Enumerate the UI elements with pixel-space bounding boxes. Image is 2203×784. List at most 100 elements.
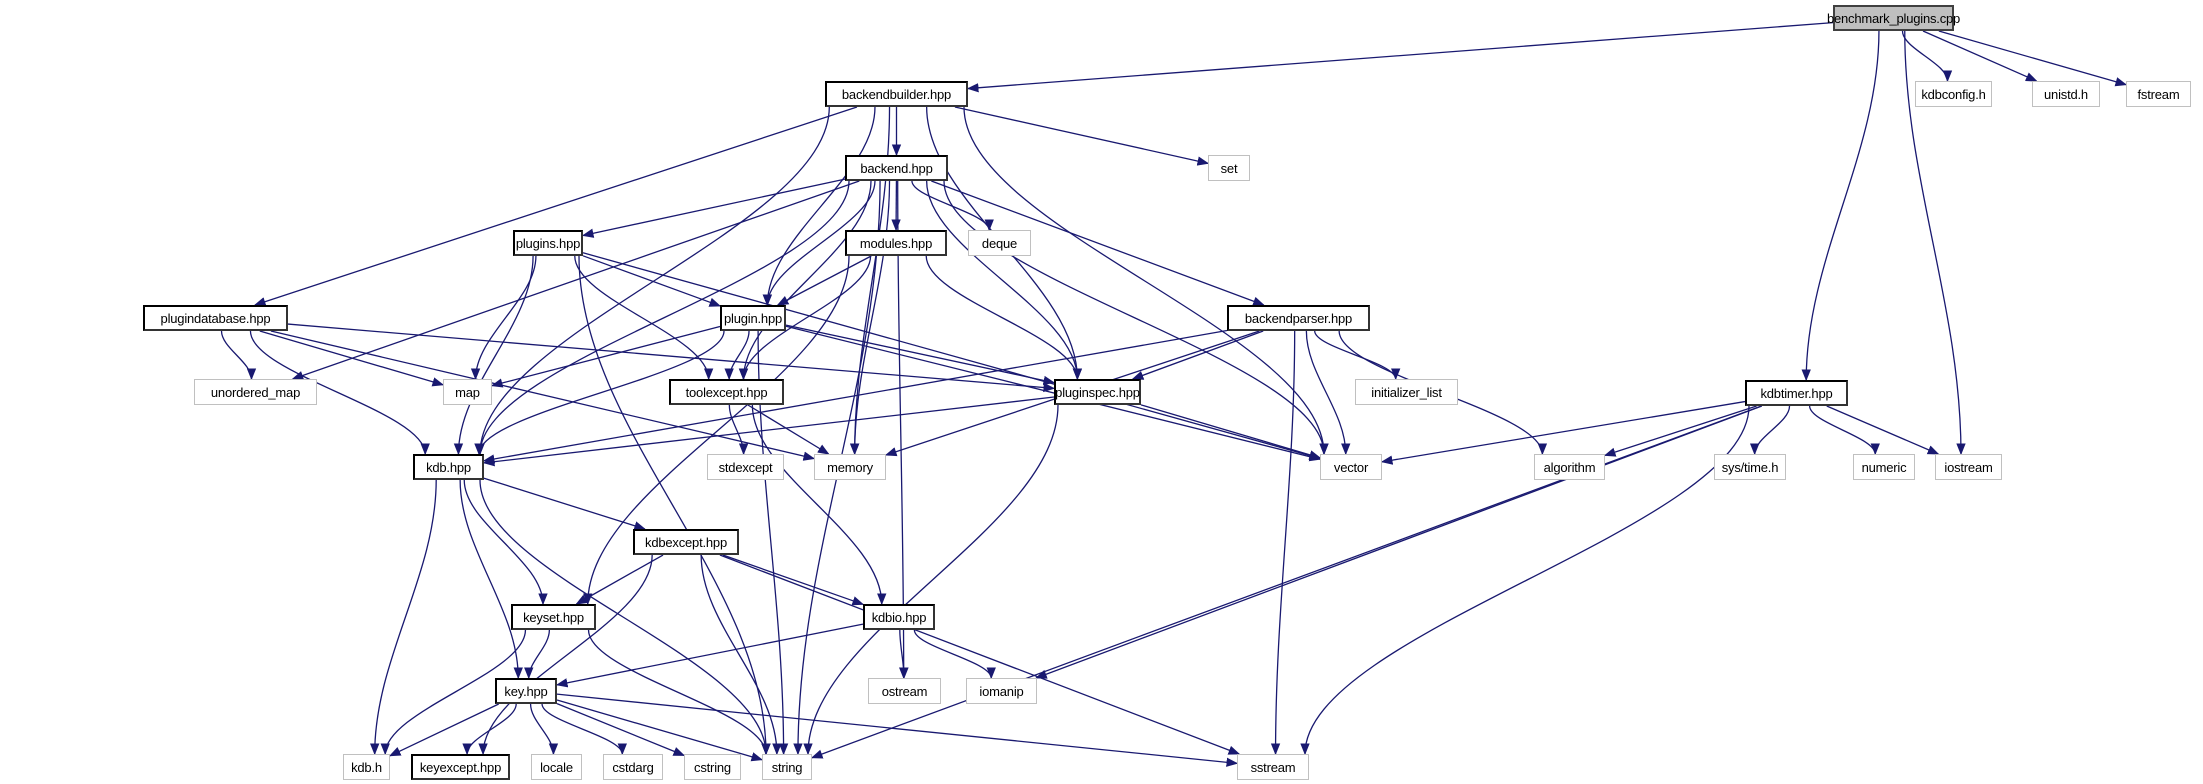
node-label: kdbexcept.hpp (645, 534, 727, 550)
edge-backend-to-backendparser (931, 180, 1265, 306)
edge-backend-to-vector (943, 180, 1329, 456)
edge-kdbtimer-to-vector (1380, 400, 1746, 465)
edge-plugins-to-plugin (582, 255, 722, 307)
edge-kdbexcept-to-keyexcept (478, 554, 653, 756)
edge-kdbio-to-key (555, 623, 864, 688)
node-label: backendbuilder.hpp (841, 86, 952, 102)
node-label: unordered_map (210, 384, 301, 400)
node-label: kdb.hpp (426, 459, 471, 475)
edge-backend-to-kdb-hpp (475, 180, 850, 456)
node-label: toolexcept.hpp (685, 384, 768, 400)
node-key[interactable]: key.hpp (495, 678, 557, 704)
node-cstdarg: cstdarg (603, 754, 663, 780)
edge-keyset-to-kdb-h (380, 629, 527, 756)
node-label: keyexcept.hpp (419, 759, 502, 775)
node-backendparser[interactable]: backendparser.hpp (1227, 305, 1370, 331)
edge-backendparser-to-initializer-list (1314, 330, 1401, 381)
node-kdbtimer[interactable]: kdbtimer.hpp (1745, 380, 1848, 406)
edge-kdb-hpp-to-kdbexcept (483, 477, 646, 531)
node-stdexcept: stdexcept (707, 454, 784, 480)
edge-backendbuilder-to-set (954, 106, 1210, 166)
node-plugin[interactable]: plugin.hpp (720, 305, 786, 331)
node-label: modules.hpp (859, 235, 933, 251)
node-kdb-hpp[interactable]: kdb.hpp (413, 454, 484, 480)
node-label: ostream (881, 683, 928, 699)
edge-benchmark-plugins-to-kdbconfig (1901, 30, 1953, 83)
edge-backend-to-deque (911, 180, 994, 232)
edge-pluginspec-to-string (803, 404, 1059, 756)
node-iostream: iostream (1935, 454, 2002, 480)
node-kdbexcept[interactable]: kdbexcept.hpp (633, 529, 739, 555)
edge-kdbtimer-to-numeric (1808, 405, 1880, 456)
node-label: iomanip (979, 683, 1024, 699)
node-locale: locale (531, 754, 582, 780)
edge-kdbtimer-to-iostream (1826, 405, 1940, 455)
node-keyset[interactable]: keyset.hpp (511, 604, 596, 630)
node-backend[interactable]: backend.hpp (845, 155, 948, 181)
node-keyexcept[interactable]: keyexcept.hpp (411, 754, 510, 780)
edge-key-to-string (556, 699, 764, 762)
node-label: plugindatabase.hpp (160, 310, 271, 326)
edge-backend-to-pluginspec (926, 180, 1083, 381)
node-label: cstring (694, 759, 731, 775)
node-label: sys/time.h (1721, 459, 1779, 475)
edge-plugin-to-vector (785, 325, 1322, 462)
node-label: map (455, 384, 480, 400)
node-memory: memory (814, 454, 886, 480)
edge-modules-to-keyset (583, 255, 850, 606)
edge-backendparser-to-pluginspec (1131, 330, 1264, 380)
node-label: kdbio.hpp (871, 609, 927, 625)
edge-benchmark-plugins-to-backendbuilder (966, 21, 1834, 93)
edge-backend-to-memory (849, 180, 891, 456)
node-systime: sys/time.h (1714, 454, 1786, 480)
edge-key-to-sstream (556, 693, 1239, 767)
node-label: kdb.h (351, 759, 382, 775)
edge-kdbexcept-to-kdbio (722, 554, 865, 606)
node-plugins[interactable]: plugins.hpp (513, 230, 583, 256)
node-label: keyset.hpp (523, 609, 584, 625)
edge-modules-to-plugin (776, 255, 872, 306)
node-kdbconfig: kdbconfig.h (1915, 81, 1992, 107)
node-cstring: cstring (684, 754, 741, 780)
edge-kdb-hpp-to-kdb-h (370, 479, 437, 756)
node-benchmark-plugins[interactable]: benchmark_plugins.cpp (1827, 5, 1960, 31)
edge-plugindatabase-to-memory (270, 330, 816, 461)
edge-kdbtimer-to-string (810, 405, 1762, 759)
edge-plugindatabase-to-unordered-map (220, 330, 257, 381)
edge-modules-to-pluginspec (925, 255, 1082, 381)
edge-backendbuilder-to-memory (849, 106, 891, 456)
node-set: set (1208, 155, 1250, 181)
edge-benchmark-plugins-to-kdbtimer (1801, 30, 1880, 382)
node-label: memory (827, 459, 873, 475)
node-toolexcept[interactable]: toolexcept.hpp (669, 379, 784, 405)
edge-key-to-cstdarg (541, 703, 627, 756)
edge-kdbtimer-to-algorithm (1603, 405, 1757, 457)
node-label: backendparser.hpp (1244, 310, 1353, 326)
edge-plugindatabase-to-kdb-hpp (249, 330, 430, 456)
node-backendbuilder[interactable]: backendbuilder.hpp (825, 81, 968, 107)
node-label: vector (1333, 459, 1369, 475)
node-label: stdexcept (718, 459, 773, 475)
node-plugindatabase[interactable]: plugindatabase.hpp (143, 305, 288, 331)
node-kdbio[interactable]: kdbio.hpp (863, 604, 935, 630)
edge-kdbexcept-to-string (700, 554, 782, 756)
edge-key-to-locale (529, 703, 559, 756)
edge-key-to-cstring (556, 703, 686, 756)
edge-kdbio-to-ostream (899, 629, 909, 680)
edge-backendbuilder-to-vector (963, 106, 1329, 456)
node-label: kdbconfig.h (1921, 86, 1986, 102)
edge-keyset-to-string (587, 629, 771, 756)
node-iomanip: iomanip (966, 678, 1037, 704)
edge-kdb-hpp-to-keyset (463, 479, 548, 606)
node-initializer-list: initializer_list (1355, 379, 1458, 405)
node-modules[interactable]: modules.hpp (845, 230, 947, 256)
edge-plugins-to-string (578, 255, 771, 756)
node-fstream: fstream (2126, 81, 2191, 107)
node-pluginspec[interactable]: pluginspec.hpp (1054, 379, 1141, 405)
edge-backend-to-plugin (762, 180, 876, 307)
node-label: string (771, 759, 803, 775)
node-map: map (443, 379, 492, 405)
node-label: numeric (1861, 459, 1907, 475)
node-label: plugin.hpp (724, 310, 782, 326)
